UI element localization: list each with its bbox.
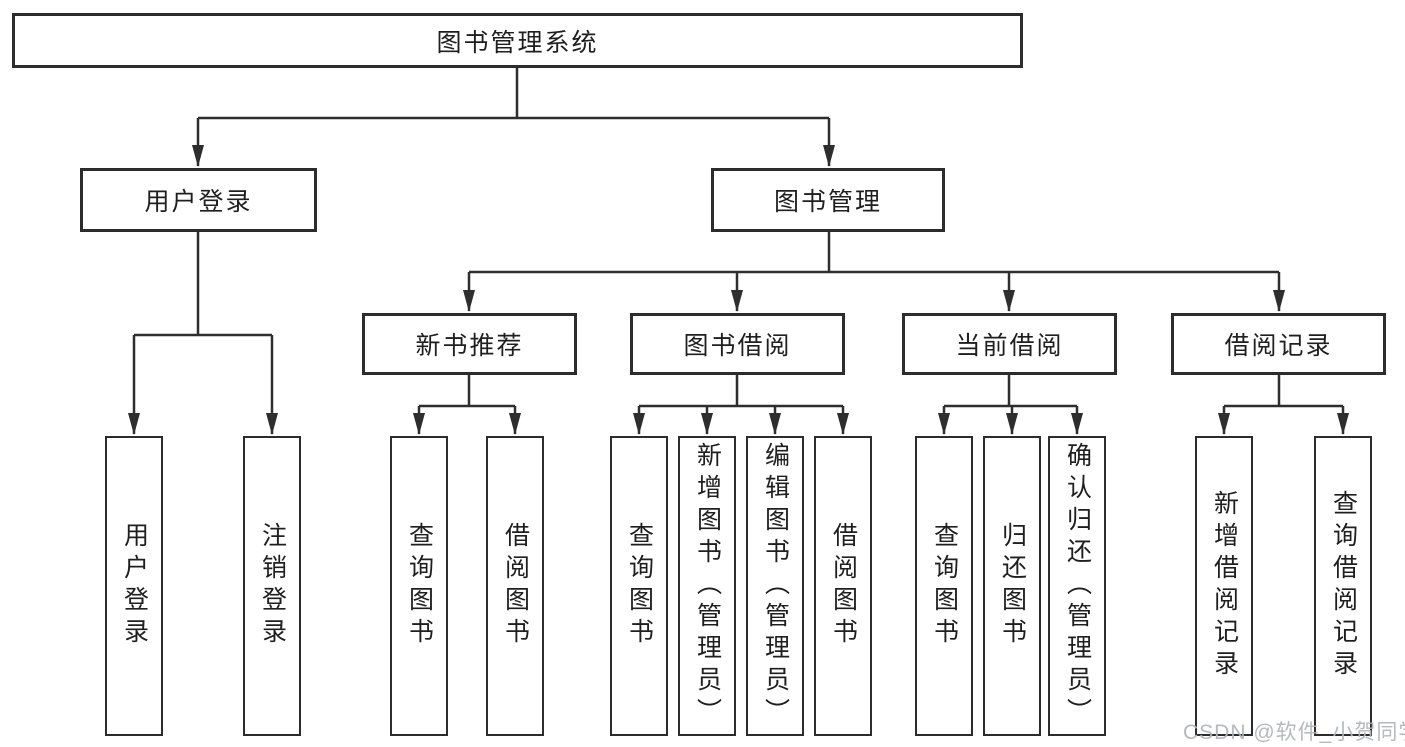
connector-root-to-level2: [192, 68, 835, 167]
leaf-return-books: 归还图书: [983, 436, 1041, 736]
leaf-query-books-current: 查询图书: [915, 436, 973, 736]
leaf-add-borrow-record: 新增借阅记录: [1195, 436, 1253, 736]
connector-borrowing-children: [633, 375, 849, 435]
connector-current-borrow-children: [938, 375, 1083, 435]
leaf-confirm-return-admin: 确认归还（管理员）: [1048, 436, 1106, 736]
node-library-system: 图书管理系统: [12, 13, 1023, 68]
leaf-user-login: 用户登录: [105, 436, 163, 736]
node-user-login: 用户登录: [80, 168, 317, 232]
leaf-add-book-admin: 新增图书（管理员）: [678, 436, 736, 736]
node-book-borrowing: 图书借阅: [630, 313, 845, 375]
leaf-logout: 注销登录: [243, 436, 301, 736]
connector-records-children: [1218, 375, 1349, 435]
leaf-query-borrow-record: 查询借阅记录: [1314, 436, 1372, 736]
leaf-query-books-borrowing: 查询图书: [610, 436, 668, 736]
node-current-borrowing: 当前借阅: [902, 313, 1117, 375]
leaf-edit-book-admin: 编辑图书（管理员）: [746, 436, 804, 736]
csdn-watermark: CSDN @软件_小贺同学: [1183, 721, 1405, 744]
node-book-management: 图书管理: [711, 168, 945, 232]
connector-management-to-sections: [463, 232, 1285, 312]
node-borrow-records: 借阅记录: [1171, 313, 1386, 375]
leaf-borrow-books: 借阅图书: [814, 436, 872, 736]
connector-new-book-children: [413, 375, 521, 435]
leaf-query-books-recommend: 查询图书: [390, 436, 448, 736]
node-new-book-recommend: 新书推荐: [362, 313, 577, 375]
connector-user-login-children: [128, 232, 278, 435]
leaf-borrow-books-recommend: 借阅图书: [486, 436, 544, 736]
